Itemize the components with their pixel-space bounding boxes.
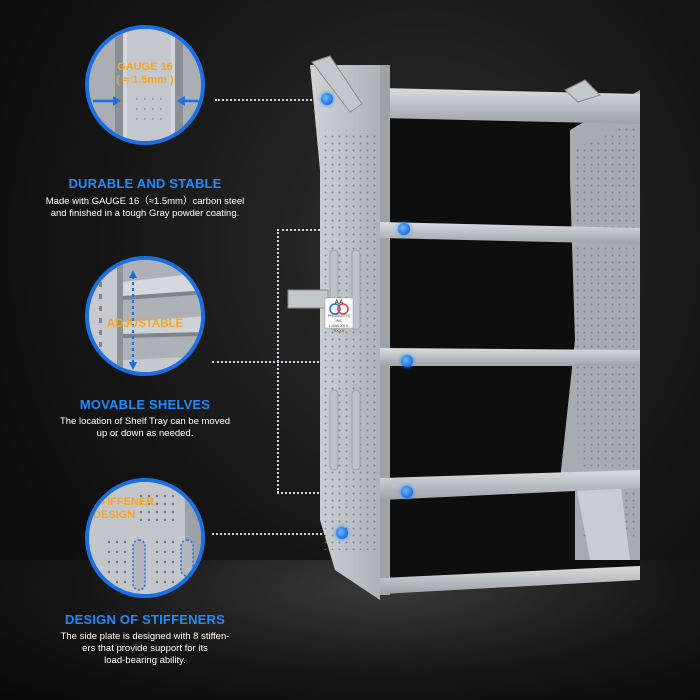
connector-line-stiffener: [212, 533, 342, 535]
connector-line-gauge: [215, 99, 327, 101]
marker-dot-gauge: [321, 93, 333, 105]
adjustable-detail-circle: ADJUSTABLE: [85, 256, 205, 376]
gauge-label-line1: GAUGE 16: [117, 61, 173, 73]
desc-stiffeners-line1: The side plate is designed with 8 stiffe…: [60, 631, 230, 642]
stiffener-label: STIFFENER DESIGN: [93, 496, 155, 522]
stiffener-detail-circle: STIFFENER DESIGN: [85, 478, 205, 598]
stiffener-label-line1: STIFFENER: [93, 496, 155, 508]
feature-desc-movable: The location of Shelf Tray can be moved …: [30, 416, 260, 440]
desc-movable-line1: The location of Shelf Tray can be moved: [59, 416, 231, 427]
feature-title-durable: DURABLE AND STABLE: [68, 176, 222, 191]
feature-title-stiffeners: DESIGN OF STIFFENERS: [64, 612, 225, 627]
brand-label: AA PRODUCTS INC 1-888-XXX-XXXX: [325, 300, 353, 333]
desc-movable-line2: up or down as needed.: [96, 428, 194, 439]
brand-line2: 1-888-XXX-XXXX: [328, 323, 350, 333]
desc-stiffeners-line3: load-bearing ability.: [104, 655, 186, 666]
connector-line-adjust-mid: [212, 361, 407, 363]
feature-desc-stiffeners: The side plate is designed with 8 stiffe…: [30, 631, 260, 667]
brand-line1: PRODUCTS INC: [327, 313, 351, 323]
desc-stiffeners-line2: ers that provide support for its: [82, 643, 208, 654]
desc-durable-line1: Made with GAUGE 16（≈1.5mm）carbon steel: [45, 196, 245, 207]
adjustable-label: ADJUSTABLE: [106, 318, 184, 330]
marker-dot-shelf-top: [398, 223, 410, 235]
marker-dot-shelf-mid: [401, 355, 413, 367]
marker-dot-shelf-bottom: [401, 486, 413, 498]
marker-dot-stiffener: [336, 527, 348, 539]
gauge-detail-circle: GAUGE 16 ( ≈ 1.5mm ): [85, 25, 205, 145]
feature-desc-durable: Made with GAUGE 16（≈1.5mm）carbon steel a…: [30, 196, 260, 220]
desc-durable-line2: and finished in a tough Gray powder coat…: [50, 208, 240, 219]
feature-title-movable: MOVABLE SHELVES: [79, 397, 211, 412]
gauge-label-line2: ( ≈ 1.5mm ): [116, 74, 174, 86]
gauge-label: GAUGE 16 ( ≈ 1.5mm ): [89, 61, 201, 87]
brand-logo-text: AA: [334, 300, 344, 306]
stiffener-label-line2: DESIGN: [93, 509, 136, 521]
